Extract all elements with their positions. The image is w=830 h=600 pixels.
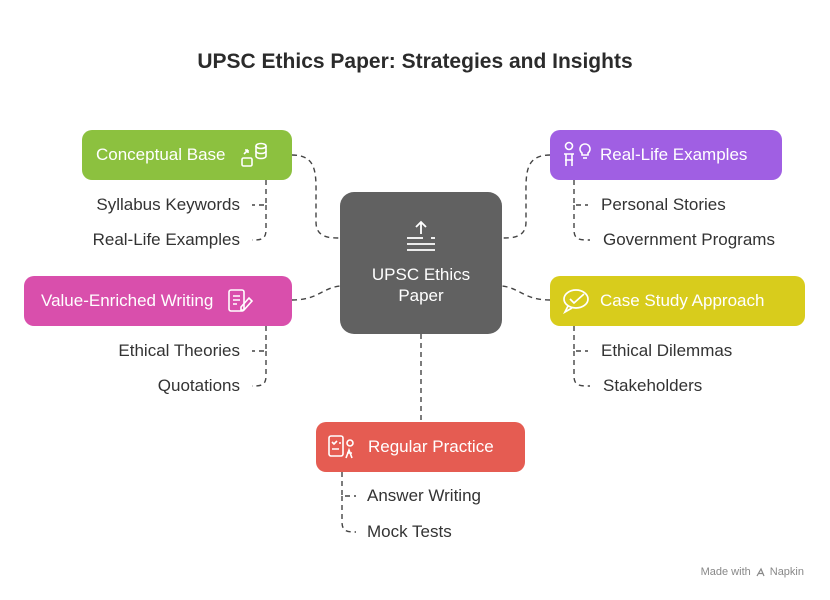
sub-real-life-examples-left: Real-Life Examples — [92, 230, 240, 249]
connector-conceptual-base — [291, 154, 341, 239]
connector-mock-tests — [341, 496, 357, 533]
connector-syllabus-keywords — [252, 180, 267, 206]
node-real-life-label: Real-Life Examples — [600, 145, 748, 164]
sub-mock-tests: Mock Tests — [367, 522, 452, 541]
connector-real-life — [501, 154, 551, 239]
center-node: UPSC Ethics Paper — [340, 192, 502, 334]
connector-quotations — [251, 351, 267, 387]
node-case-study-label: Case Study Approach — [600, 291, 765, 310]
sub-syllabus-keywords: Syllabus Keywords — [96, 195, 240, 214]
document-edit-icon — [228, 289, 254, 312]
sub-stakeholders: Stakeholders — [603, 376, 703, 395]
center-line-1: UPSC Ethics — [371, 265, 471, 284]
node-regular-practice-label: Regular Practice — [368, 437, 494, 456]
connector-government-programs — [573, 205, 591, 241]
node-real-life-examples: Real-Life Examples — [550, 130, 782, 180]
checklist-person-icon — [328, 435, 354, 459]
connector-ethical-dilemmas — [573, 326, 588, 352]
connector-value-enriched — [291, 285, 341, 301]
footer-brand: Napkin — [769, 566, 804, 578]
connector-stakeholders — [573, 351, 591, 387]
center-line-2: Paper — [398, 286, 444, 305]
sub-ethical-theories: Ethical Theories — [118, 341, 240, 360]
upload-stack-icon — [407, 220, 435, 251]
footer-attribution: Made with Napkin — [701, 566, 804, 578]
node-regular-practice: Regular Practice — [316, 422, 525, 472]
connector-personal-stories — [573, 180, 588, 206]
node-conceptual-base: Conceptual Base — [82, 130, 292, 180]
footer-made-with: Made with — [700, 566, 751, 578]
sub-ethical-dilemmas: Ethical Dilemmas — [601, 341, 733, 360]
person-idea-icon — [564, 141, 591, 166]
node-case-study-approach: Case Study Approach — [550, 276, 805, 326]
connector-real-life-examples — [251, 205, 267, 241]
connector-case-study — [501, 285, 551, 301]
sub-quotations: Quotations — [157, 376, 240, 395]
napkin-logo-icon — [756, 567, 765, 576]
node-conceptual-base-label: Conceptual Base — [96, 145, 226, 164]
node-value-enriched-label: Value-Enriched Writing — [41, 291, 214, 310]
diagram-title: UPSC Ethics Paper: Strategies and Insigh… — [197, 50, 633, 73]
sub-personal-stories: Personal Stories — [601, 195, 726, 214]
chat-check-icon — [562, 289, 589, 315]
database-icon — [241, 142, 268, 167]
node-value-enriched-writing: Value-Enriched Writing — [24, 276, 292, 326]
sub-government-programs: Government Programs — [603, 230, 775, 249]
connector-answer-writing — [341, 472, 356, 497]
sub-answer-writing: Answer Writing — [367, 486, 481, 505]
connector-ethical-theories — [252, 326, 267, 352]
